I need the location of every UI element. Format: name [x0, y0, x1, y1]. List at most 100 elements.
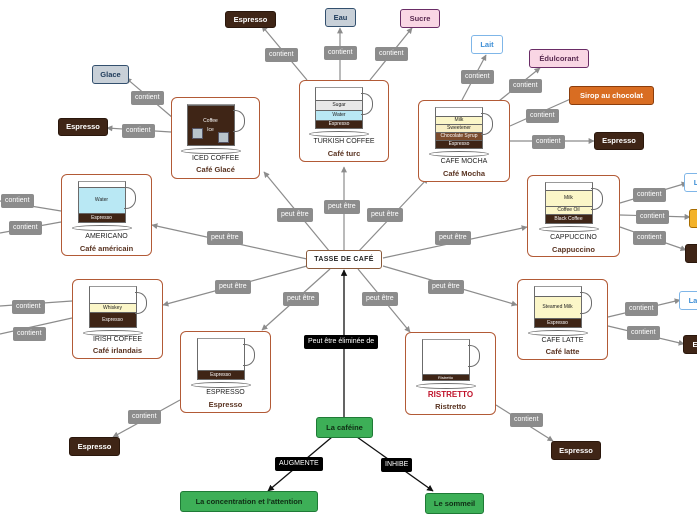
coffee-name-fr: Café latte [545, 347, 580, 356]
edge-label-contient: contient [526, 109, 559, 123]
layer-espresso: Espresso [316, 120, 362, 128]
node-cappuccino-ingredient-2[interactable] [689, 209, 697, 228]
edge-label-contient: contient [633, 231, 666, 245]
coffee-name-en: IRISH COFFEE [92, 336, 142, 343]
ice-cube-icon [217, 132, 229, 143]
coffee-name-en: TURKISH COFFEE [313, 138, 375, 145]
card-americano[interactable]: Water Espresso AMERICANO Café américain [61, 174, 152, 256]
edge-label-peut-etre: peut être [277, 208, 313, 222]
edge-label-peut-etre: peut être [207, 231, 243, 245]
cup-illustration: Espresso [190, 338, 261, 394]
edge-label-contient: contient [461, 70, 494, 84]
edge-label-contient: contient [627, 326, 660, 340]
card-cappuccino[interactable]: Milk Coffee Oil Black Coffee CAPPUCCINO … [527, 175, 620, 257]
edge-label-contient: contient [131, 91, 164, 105]
edge-label-contient: contient [9, 221, 42, 235]
node-lait-mocha[interactable]: Lait [471, 35, 503, 54]
cup-illustration: Milk Sweetener Chocolate Syrup Espresso [429, 107, 499, 163]
edge-label-peut-etre: peut être [215, 280, 251, 294]
layer-chocolate-syrup: Chocolate Syrup [436, 132, 482, 140]
node-concentration-attention[interactable]: La concentration et l'attention [180, 491, 318, 512]
edge-label-contient: contient [128, 410, 161, 424]
node-glace[interactable]: Glace [92, 65, 129, 84]
edge-label-eliminee: Peut être éliminée de [304, 335, 379, 349]
coffee-name-fr: Café Mocha [442, 169, 486, 178]
coffee-name-en: CAFE MOCHA [440, 158, 488, 165]
node-espresso-latte[interactable]: E [683, 335, 697, 354]
layer-coffee-oil: Coffee Oil [545, 206, 592, 214]
edge-label-peut-etre: peut être [435, 231, 471, 245]
edge-label-contient: contient [13, 327, 46, 341]
edge-label-contient: contient [509, 79, 542, 93]
coffee-name-fr: Café Glacé [196, 165, 235, 174]
node-espresso-iced[interactable]: Espresso [58, 118, 108, 136]
edge-label-peut-etre: peut être [428, 280, 464, 294]
edge-label-contient: contient [625, 302, 658, 316]
center-node-tasse-de-cafe[interactable]: TASSE DE CAFÉ [306, 250, 382, 269]
layer-sweetener: Sweetener [436, 124, 482, 132]
layer-ristretto: Ristretto [422, 374, 469, 380]
edge-label-contient: contient [1, 194, 34, 208]
edge-label-contient: contient [122, 124, 155, 138]
coffee-name-fr: Espresso [208, 400, 243, 409]
cup-illustration: Whiskey Espresso [82, 286, 153, 342]
cup-illustration: Steamed Milk Espresso [527, 286, 598, 342]
edge-label-peut-etre: peut être [362, 292, 398, 306]
layer-steamed-milk: Steamed Milk [534, 296, 581, 318]
coffee-name-fr: Cappuccino [552, 245, 595, 254]
coffee-name-en: CAPPUCCINO [550, 234, 597, 241]
edge-label-contient: contient [324, 46, 357, 60]
layer-espresso: Espresso [89, 312, 136, 327]
layer-espresso: Espresso [78, 213, 125, 222]
card-espresso[interactable]: Espresso ESPRESSO Espresso [180, 331, 271, 413]
layer-sugar: Sugar [316, 100, 362, 110]
node-lait-latte[interactable]: Lai [679, 291, 697, 310]
edge-label-peut-etre: peut être [283, 292, 319, 306]
layer-espresso: Espresso [197, 370, 244, 379]
card-irish-coffee[interactable]: Whiskey Espresso IRISH COFFEE Café irlan… [72, 279, 163, 359]
edge-label-inhibe: INHIBE [381, 458, 413, 472]
card-iced-coffee[interactable]: Coffee Ice ICED COFFEE Café Glacé [171, 97, 260, 179]
edge-label-augmente: AUGMENTE [275, 457, 323, 471]
edge-label-contient: contient [12, 300, 45, 314]
edge-label-contient: contient [375, 47, 408, 61]
card-cafe-latte[interactable]: Steamed Milk Espresso CAFE LATTE Café la… [517, 279, 608, 360]
node-espresso-ristretto[interactable]: Espresso [551, 441, 601, 460]
edge-label-contient: contient [510, 413, 543, 427]
card-ristretto[interactable]: Ristretto RISTRETTO Ristretto [405, 332, 496, 415]
layer-coffee: Coffee Ice [187, 105, 234, 145]
coffee-name-en: AMERICANO [85, 233, 128, 240]
coffee-name-fr: Café irlandais [92, 346, 143, 355]
layer-milk: Milk [436, 116, 482, 124]
coffee-name-en: CAFE LATTE [541, 337, 584, 344]
layer-milk: Milk [545, 190, 592, 206]
layer-espresso: Espresso [436, 140, 482, 148]
node-espresso-espresso[interactable]: Espresso [69, 437, 120, 456]
node-eau[interactable]: Eau [325, 8, 356, 27]
node-cappuccino-ingredient-3[interactable] [685, 244, 697, 263]
node-sirop-chocolat[interactable]: Sirop au chocolat [569, 86, 654, 105]
node-edulcorant[interactable]: Édulcorant [529, 49, 589, 68]
node-sommeil[interactable]: Le sommeil [425, 493, 484, 514]
node-la-cafeine[interactable]: La caféine [316, 417, 373, 438]
coffee-name-fr: Café turc [327, 149, 361, 158]
node-sucre[interactable]: Sucre [400, 9, 440, 28]
layer-espresso: Espresso [534, 318, 581, 327]
layer-water: Water [316, 110, 362, 120]
edge-label-contient: contient [532, 135, 565, 149]
coffee-name-fr: Café américain [79, 244, 134, 253]
node-espresso-mocha[interactable]: Espresso [594, 132, 644, 150]
cup-illustration: Milk Coffee Oil Black Coffee [538, 182, 609, 238]
layer-black-coffee: Black Coffee [545, 214, 592, 223]
card-turkish-coffee[interactable]: Sugar Water Espresso TURKISH COFFEE Café… [299, 80, 389, 162]
coffee-name-en: ESPRESSO [206, 389, 245, 396]
node-lait-cappuccino[interactable]: L [684, 173, 697, 192]
edge-label-contient: contient [265, 48, 298, 62]
edge-label-peut-etre: peut être [324, 200, 360, 214]
edge-label-contient: contient [633, 188, 666, 202]
node-espresso-turkish[interactable]: Espresso [225, 11, 276, 28]
card-cafe-mocha[interactable]: Milk Sweetener Chocolate Syrup Espresso … [418, 100, 510, 182]
coffee-name-fr: Ristretto [435, 402, 466, 411]
layer-whiskey: Whiskey [89, 303, 136, 312]
